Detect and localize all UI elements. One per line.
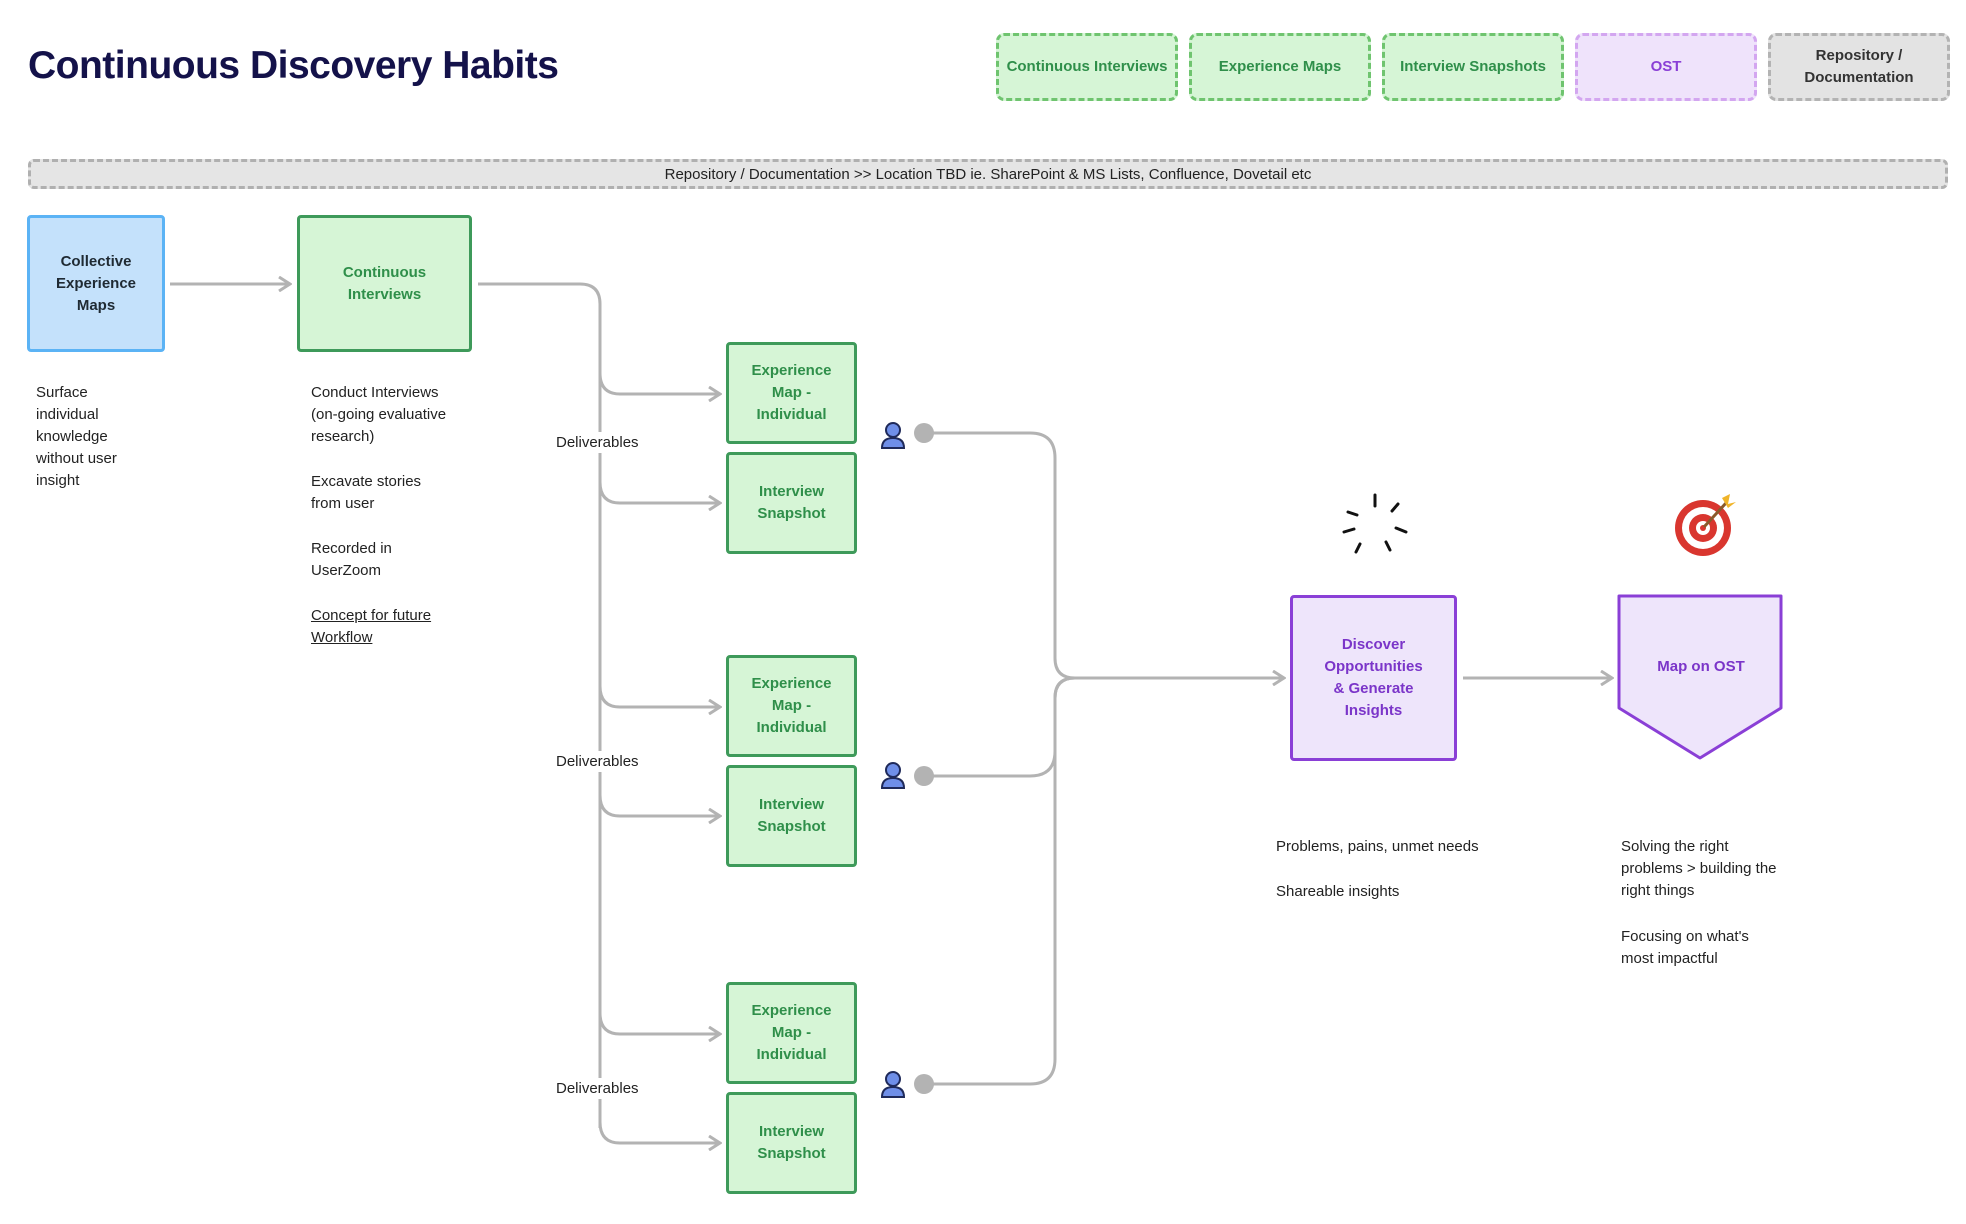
- connector-branch-exp-1: [598, 372, 720, 394]
- user-icon: [880, 422, 906, 449]
- node-map-on-ost[interactable]: Map on OST: [1657, 658, 1745, 675]
- connector-dot: [914, 766, 934, 786]
- connector-dot: [914, 423, 934, 443]
- connector-branch-exp-3: [598, 1012, 720, 1034]
- legend-ost: OST: [1575, 33, 1757, 101]
- deliverables-label: Deliverables: [556, 1078, 639, 1099]
- legend-continuous-interviews: Continuous Interviews: [996, 33, 1178, 101]
- note-concept-link[interactable]: Concept for future Workflow: [311, 607, 432, 646]
- note-discover-1: Problems, pains, unmet needs: [1276, 838, 1479, 855]
- spark-icon: [1342, 493, 1408, 554]
- connector-branch-snap-3: [598, 1121, 720, 1143]
- note-discover-2: Shareable insights: [1276, 883, 1400, 900]
- deliverables-label: Deliverables: [556, 751, 639, 772]
- repository-bar: Repository / Documentation >> Location T…: [28, 159, 1948, 189]
- page-title: Continuous Discovery Habits: [28, 44, 559, 87]
- note-ost-1: Solving the right problems > building th…: [1621, 838, 1777, 899]
- user-icon: [880, 1071, 906, 1098]
- connector-branch-exp-2: [598, 685, 720, 707]
- node-continuous-interviews[interactable]: Continuous Interviews: [297, 215, 472, 352]
- legend-interview-snapshots: Interview Snapshots: [1382, 33, 1564, 101]
- connector-interviews-branch: [478, 282, 602, 1128]
- deliverables-label: Deliverables: [556, 432, 639, 453]
- connector-merge-2: [924, 676, 1076, 778]
- note-interviews-1: Conduct Interviews (on-going evaluative …: [311, 384, 447, 445]
- note-interviews-3: Recorded in UserZoom: [311, 540, 392, 579]
- note-ost-2: Focusing on what's most impactful: [1621, 928, 1749, 967]
- connector-merge-1: [924, 431, 1076, 680]
- user-icon: [880, 762, 906, 789]
- node-interview-snapshot[interactable]: Interview Snapshot: [726, 1092, 857, 1194]
- target-icon: [1675, 494, 1736, 556]
- node-experience-map-individual[interactable]: Experience Map - Individual: [726, 982, 857, 1084]
- node-map-on-ost-shape[interactable]: [1617, 594, 1787, 762]
- legend-experience-maps: Experience Maps: [1189, 33, 1371, 101]
- node-interview-snapshot[interactable]: Interview Snapshot: [726, 452, 857, 554]
- connector-dot: [914, 1074, 934, 1094]
- legend-repository: Repository / Documentation: [1768, 33, 1950, 101]
- node-interview-snapshot[interactable]: Interview Snapshot: [726, 765, 857, 867]
- note-interviews-2: Excavate stories from user: [311, 473, 422, 512]
- node-discover-opportunities[interactable]: Discover Opportunities & Generate Insigh…: [1290, 595, 1457, 761]
- node-collective-experience-maps[interactable]: Collective Experience Maps: [27, 215, 165, 352]
- connector-branch-snap-1: [598, 481, 720, 503]
- connector-branch-snap-2: [598, 794, 720, 816]
- connector-merge-3: [924, 676, 1076, 1086]
- note-collective: Surface individual knowledge without use…: [36, 384, 117, 489]
- node-experience-map-individual[interactable]: Experience Map - Individual: [726, 655, 857, 757]
- node-experience-map-individual[interactable]: Experience Map - Individual: [726, 342, 857, 444]
